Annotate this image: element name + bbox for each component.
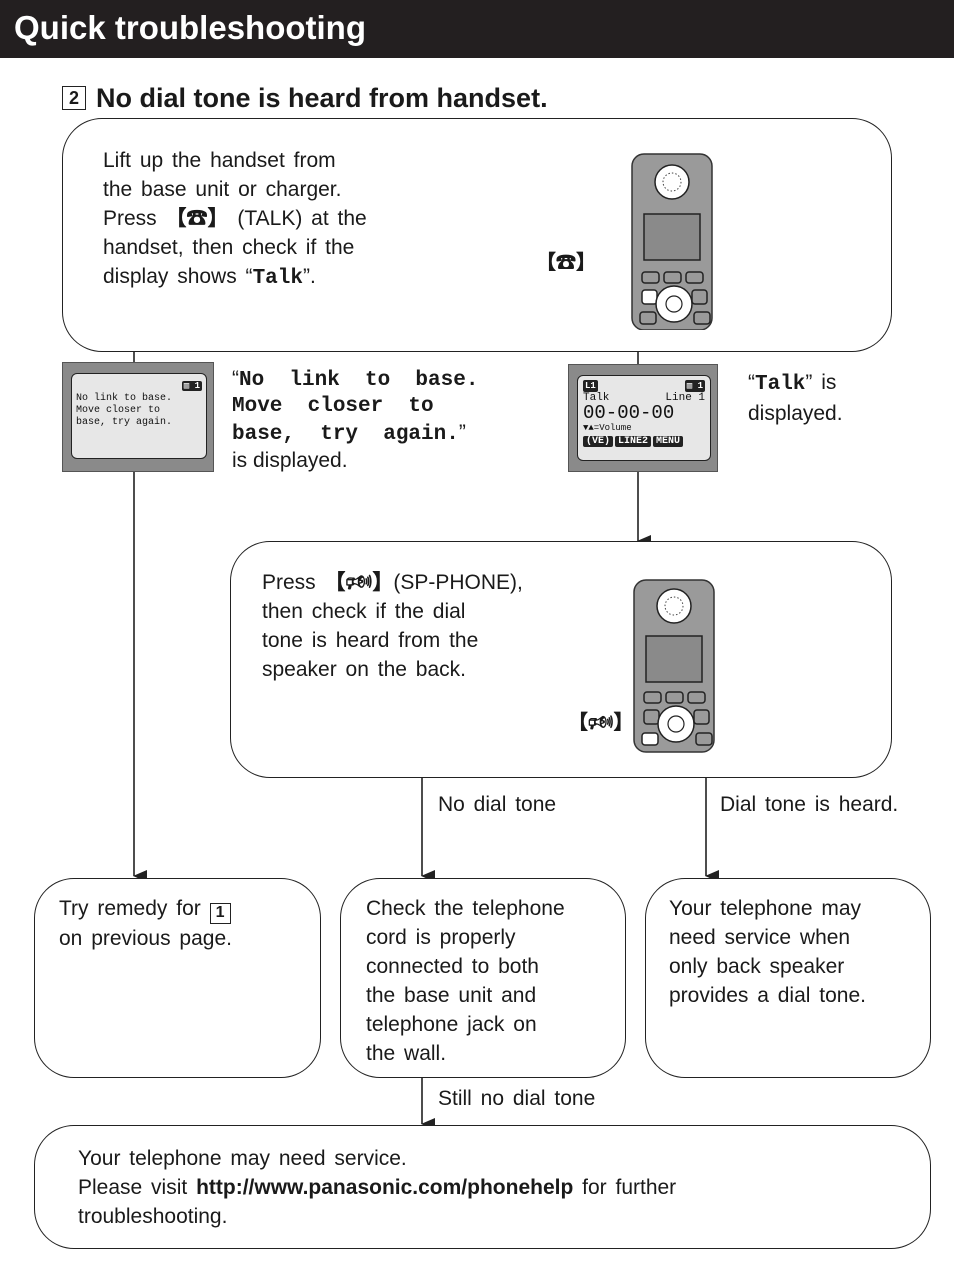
branch-label-no-dial-tone: No dial tone xyxy=(438,793,557,816)
text-line: handset, then check if the xyxy=(103,236,355,259)
battery-icon: ▥ 1 xyxy=(181,381,202,391)
section-heading: 2 No dial tone is heard from handset. xyxy=(62,82,548,114)
step-lift-handset-text: Lift up the handset from the base unit o… xyxy=(103,146,423,293)
handset-illustration xyxy=(631,153,713,330)
sp-phone-key-callout: 【🕬】 xyxy=(568,712,634,734)
message-line: base, try again.” xyxy=(232,421,466,446)
line-tag: L1 xyxy=(583,380,598,392)
remedy-ref-number: 1 xyxy=(209,902,231,924)
outcome-service-box xyxy=(645,878,931,1078)
lcd-screen: ▥ 1 No link to base. Move closer to base… xyxy=(71,373,207,459)
text-line: Check the telephone xyxy=(366,897,565,920)
text-line: Press 【🕬】(SP-PHONE), xyxy=(262,568,542,597)
text-line: tone is heard from the xyxy=(262,629,479,652)
soft-key: (VE) xyxy=(583,436,614,447)
step-lift-handset-box xyxy=(62,118,892,352)
step-sp-phone-box xyxy=(230,541,892,778)
display-suffix: ”. xyxy=(302,265,316,288)
message-text: displayed. xyxy=(748,402,843,425)
lcd-talk-label: Talk xyxy=(583,392,610,404)
battery-icon: ▥ 1 xyxy=(684,380,705,392)
soft-key: LINE2 xyxy=(615,436,652,447)
message-text: No link to base. xyxy=(239,369,479,392)
handset-display-frame: ▥ 1 No link to base. Move closer to base… xyxy=(62,362,214,472)
lcd-line-label: Line 1 xyxy=(665,392,705,404)
text-line: Please visit http://www.panasonic.com/ph… xyxy=(78,1173,676,1202)
text-line: the base unit and xyxy=(366,984,537,1007)
text-line: Lift up the handset from xyxy=(103,149,336,172)
text-line: the base unit or charger. xyxy=(103,178,342,201)
text-line: display shows “Talk”. xyxy=(103,262,423,293)
talk-message: “Talk” is displayed. xyxy=(748,368,843,428)
text-line: on previous page. xyxy=(59,926,232,950)
step-sp-phone-text: Press 【🕬】(SP-PHONE), then check if the d… xyxy=(262,568,542,684)
handset-display-frame: L1 ▥ 1 Talk Line 1 00-00-00 ▼▲=Volume (V… xyxy=(568,364,718,472)
message-text: base, try again. xyxy=(232,423,459,446)
remedy-text: Try remedy for xyxy=(59,897,201,920)
visit-prefix: Please visit xyxy=(78,1176,188,1199)
display-value: Talk xyxy=(252,267,303,290)
outcome-check-cord-box xyxy=(340,878,626,1078)
page-title: Quick troubleshooting xyxy=(14,9,366,46)
talk-key-label: 【☎】 xyxy=(165,207,229,230)
press-word: Press xyxy=(262,571,316,594)
section-title: No dial tone is heard from handset. xyxy=(96,83,548,113)
text-line: troubleshooting. xyxy=(78,1205,228,1228)
lcd-line: base, try again. xyxy=(76,417,173,428)
lcd-row: Talk Line 1 xyxy=(583,392,705,404)
message-text: Move closer to xyxy=(232,395,434,418)
text-line: need service when xyxy=(669,926,851,949)
text-line: Your telephone may need service. xyxy=(78,1147,407,1170)
final-service-text: Your telephone may need service. Please … xyxy=(78,1144,676,1231)
soft-key: MENU xyxy=(653,436,684,447)
text-line: Press 【☎】 (TALK) at the xyxy=(103,204,423,233)
text-line: then check if the dial xyxy=(262,600,466,623)
outcome-service-text: Your telephone may need service when onl… xyxy=(669,894,866,1010)
display-prefix: display shows “ xyxy=(103,265,253,288)
text-line: telephone jack on xyxy=(366,1013,537,1036)
text-line: Try remedy for 1 xyxy=(59,894,232,924)
branch-label-dial-tone-heard: Dial tone is heard. xyxy=(720,793,899,816)
lcd-status-row: L1 ▥ 1 xyxy=(583,380,705,392)
message-value: Talk xyxy=(755,373,806,396)
lcd-line: No link to base. xyxy=(76,393,173,404)
phonehelp-link[interactable]: http://www.panasonic.com/phonehelp xyxy=(196,1176,574,1199)
outcome-check-cord-text: Check the telephone cord is properly con… xyxy=(366,894,565,1068)
handset-illustration xyxy=(633,579,715,753)
sp-phone-key-label: 【🕬】 xyxy=(324,571,394,594)
no-link-message: “No link to base. Move closer to base, t… xyxy=(232,366,478,474)
lcd-line: Move closer to xyxy=(76,405,161,416)
message-text: is xyxy=(821,371,837,394)
text-line: provides a dial tone. xyxy=(669,984,866,1007)
text-line: Your telephone may xyxy=(669,897,862,920)
visit-suffix: for further xyxy=(582,1176,677,1199)
text-line: speaker on the back. xyxy=(262,658,466,681)
lcd-volume-hint: ▼▲=Volume xyxy=(583,423,632,433)
sp-phone-key-name: (SP-PHONE), xyxy=(393,571,523,594)
lcd-screen: L1 ▥ 1 Talk Line 1 00-00-00 ▼▲=Volume (V… xyxy=(577,375,711,461)
press-word: Press xyxy=(103,207,157,230)
branch-label-still-no-dial-tone: Still no dial tone xyxy=(438,1087,596,1110)
message-line: “Talk” is xyxy=(748,371,837,396)
talk-key-name: (TALK) at the xyxy=(237,207,367,230)
final-service-box xyxy=(34,1125,931,1249)
talk-key-callout: 【☎】 xyxy=(536,252,596,274)
text-line: connected to both xyxy=(366,955,539,978)
text-line: cord is properly xyxy=(366,926,516,949)
outcome-remedy-box xyxy=(34,878,321,1078)
outcome-remedy-text: Try remedy for 1 on previous page. xyxy=(59,894,232,953)
message-line: “No link to base. xyxy=(232,367,479,392)
header-bar xyxy=(0,0,954,58)
text-line: only back speaker xyxy=(669,955,845,978)
lcd-timer: 00-00-00 xyxy=(583,402,675,424)
section-number-box: 2 xyxy=(62,86,86,110)
message-suffix: is displayed. xyxy=(232,449,348,472)
text-line: the wall. xyxy=(366,1042,447,1065)
